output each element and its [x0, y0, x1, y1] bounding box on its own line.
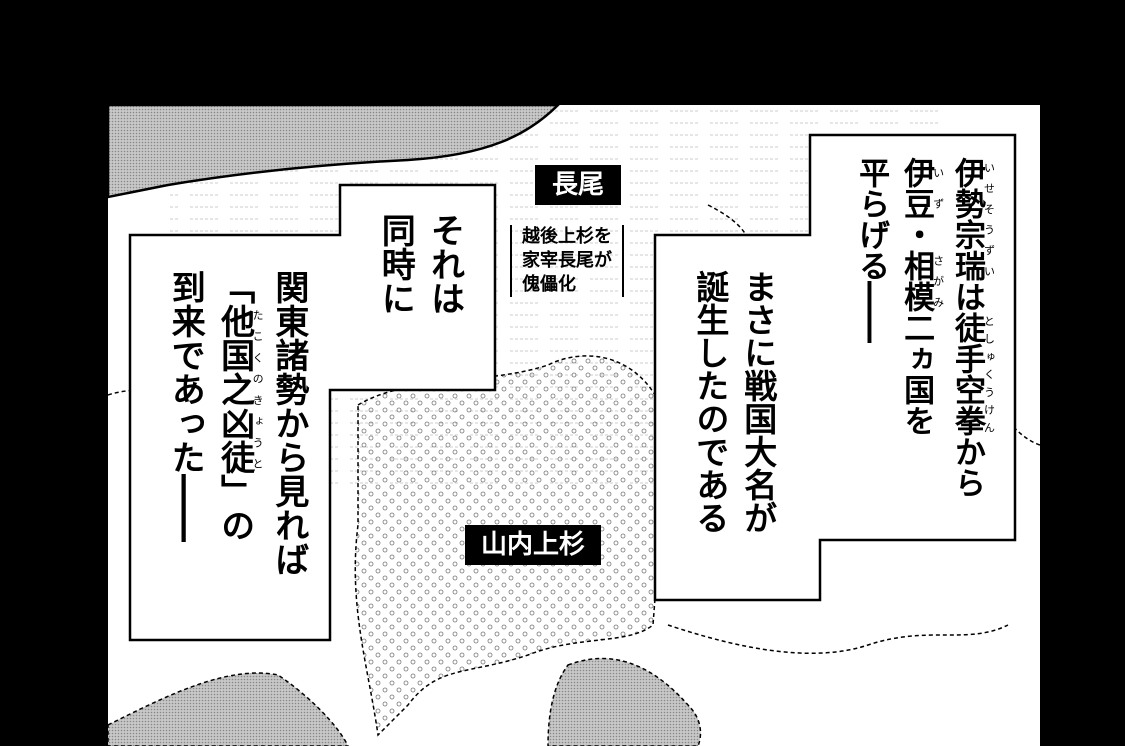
caption-line: 平らげる―― — [848, 157, 893, 498]
furigana: さがみ — [931, 250, 945, 312]
caption-box-right-frame — [653, 133, 1017, 602]
sea-area — [108, 105, 560, 199]
caption-right: 伊勢宗瑞いせそうずいは徒手空拳としゅくうけんから伊豆いず・相模さがみ二ヵ国を平ら… — [848, 157, 995, 498]
manga-panel: 長尾 越後上杉を 家宰長尾が 傀儡化 山内上杉 伊勢宗瑞いせそうずいは徒手空拳と… — [108, 105, 1040, 746]
caption-left-upper: それは 同時に — [370, 213, 469, 315]
nagao-note-line: 越後上杉を — [522, 226, 612, 247]
caption-line: まさに戦国大名が — [738, 270, 778, 534]
caption-text: 」の — [214, 474, 255, 542]
nagao-note-line: 家宰長尾が — [522, 250, 612, 271]
caption-text: から — [949, 436, 985, 498]
ruby-text: 他国之凶徒たこくのきょうと — [214, 304, 265, 474]
caption-line: 関東諸勢から見れば — [264, 270, 313, 576]
caption-line: 「他国之凶徒たこくのきょうと」の — [209, 270, 265, 576]
caption-line: それは — [424, 213, 465, 315]
land-area-bottom-left — [108, 672, 349, 746]
caption-text: 関東諸勢から見れば — [268, 270, 309, 576]
ruby-text: 徒手空拳としゅくうけん — [949, 312, 996, 436]
region-label-yamanouchi-uesugi: 山内上杉 — [465, 525, 601, 565]
ruby-text: 伊勢宗瑞いせそうずい — [949, 157, 996, 281]
caption-text: 平らげる―― — [853, 157, 890, 343]
caption-box-left-frame — [128, 183, 497, 642]
caption-line: 到来であった―― — [160, 270, 209, 576]
caption-line: 誕生したのである — [690, 270, 730, 534]
furigana: としゅくうけん — [982, 312, 996, 436]
furigana: いせそうずい — [982, 157, 996, 281]
caption-line: 伊豆いず・相模さがみ二ヵ国を — [893, 157, 945, 498]
furigana: いず — [931, 157, 945, 219]
land-area-bottom-right — [547, 657, 702, 746]
ruby-text: 相模さがみ — [898, 250, 945, 312]
caption-left: 関東諸勢から見れば「他国之凶徒たこくのきょうと」の到来であった―― — [160, 270, 313, 576]
caption-text: 到来であった―― — [165, 270, 206, 542]
caption-line: 伊勢宗瑞いせそうずいは徒手空拳としゅくうけんから — [944, 157, 996, 498]
caption-text: ・ — [898, 219, 935, 250]
nagao-note: 越後上杉を 家宰長尾が 傀儡化 — [510, 225, 624, 297]
caption-text: は — [949, 281, 985, 312]
caption-right-lower: まさに戦国大名が 誕生したのである — [686, 270, 782, 534]
caption-text: 二ヵ国を — [898, 312, 935, 436]
region-label-nagao: 長尾 — [535, 165, 621, 205]
ruby-text: 伊豆いず — [898, 157, 945, 219]
furigana: たこくのきょうと — [251, 304, 265, 474]
caption-line: 同時に — [375, 213, 416, 315]
caption-text: 「 — [214, 270, 255, 304]
nagao-note-line: 傀儡化 — [522, 274, 576, 295]
